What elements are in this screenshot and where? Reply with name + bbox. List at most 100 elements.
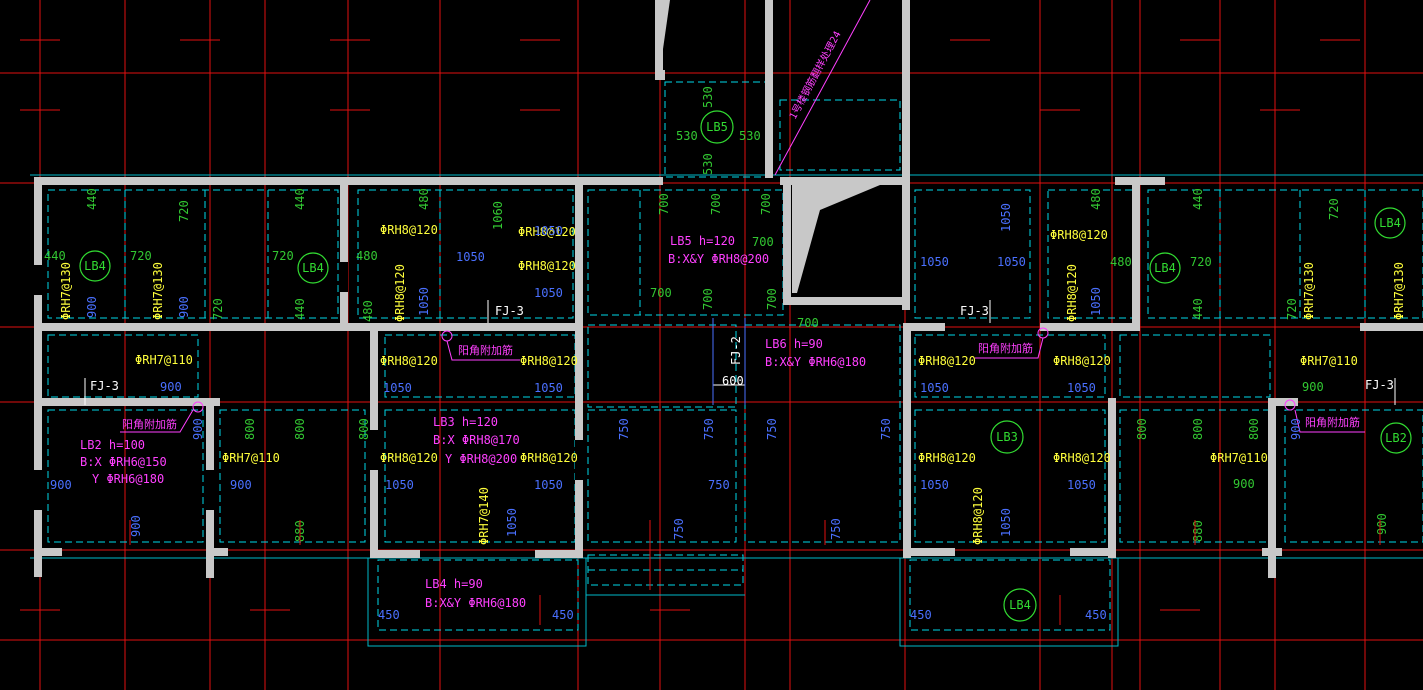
fj3-marker: FJ-3 (960, 304, 989, 318)
corner-bar-leaders (120, 327, 1365, 433)
dim-vertical: 900 (1289, 418, 1303, 440)
dims-blue: 1050 1050 1050 1050 1050 900 1050 1050 1… (50, 203, 1303, 622)
lb2-rebar-x: B:X ΦRH6@150 (80, 455, 167, 469)
dim-vertical: 800 (293, 418, 307, 440)
slab-tag-label: LB4 (1154, 261, 1176, 275)
slab-tag-lb5: LB5 (700, 110, 734, 144)
dim-vertical: 530 (701, 86, 715, 108)
lb2-height: LB2 h=100 (80, 438, 145, 452)
dim-vertical: 800 (243, 418, 257, 440)
slab-tag-lb4: LB4 (79, 250, 111, 282)
rebar-label-vertical: ΦRH8@120 (971, 487, 985, 545)
lb3-rebar-y: Y ΦRH8@200 (445, 452, 517, 466)
dim-vertical: 750 (672, 518, 686, 540)
slab-tag-label: LB5 (706, 120, 728, 134)
dim-vertical: 700 (759, 193, 773, 215)
slab-tag-lb4: LB4 (1003, 588, 1037, 622)
corner-bar-note: 阳角附加筋 (978, 341, 1033, 355)
dim-vertical: 440 (1191, 188, 1205, 210)
lb3-height: LB3 h=120 (433, 415, 498, 429)
dim: 1050 (534, 381, 563, 395)
dim: 1050 (920, 478, 949, 492)
slab-tag-lb3: LB3 (990, 420, 1024, 454)
lb2-rebar-y: Y ΦRH6@180 (92, 472, 164, 486)
dim: 1050 (456, 250, 485, 264)
dim: 1050 (920, 381, 949, 395)
dim: 480 (356, 249, 378, 263)
dim: 1050 (534, 224, 563, 238)
dim-vertical: 800 (1135, 418, 1149, 440)
slab-tag-lb2: LB2 (1380, 422, 1412, 454)
dim: 530 (676, 129, 698, 143)
rebar-label: ΦRH8@120 (380, 223, 438, 237)
dim: 450 (552, 608, 574, 622)
dim-vertical: 900 (85, 296, 99, 318)
rebar-label-vertical: ΦRH7@140 (477, 487, 491, 545)
lb5-height: LB5 h=120 (670, 234, 735, 248)
rebar-label: ΦRH8@120 (518, 225, 576, 239)
rebar-label: ΦRH7@110 (1210, 451, 1268, 465)
slab-tag-label: LB4 (1009, 598, 1031, 612)
rebar-label: ΦRH8@120 (380, 354, 438, 368)
dim-vertical: 440 (293, 188, 307, 210)
dim: 450 (378, 608, 400, 622)
rebar-label: ΦRH8@120 (518, 259, 576, 273)
rebar-label-vertical: ΦRH8@120 (1065, 264, 1079, 322)
dim-vertical: 750 (879, 418, 893, 440)
rebar-label: ΦRH8@120 (520, 354, 578, 368)
fj2-marker: FJ-2 (729, 336, 743, 365)
diagonal-leader-line (774, 0, 871, 176)
dim: 1050 (383, 381, 412, 395)
stair-void-shape (792, 185, 880, 293)
rebar-label: ΦRH8@120 (1053, 354, 1111, 368)
dim: 1050 (1067, 478, 1096, 492)
fj3-marker: FJ-3 (90, 379, 119, 393)
dim-vertical: 480 (1089, 188, 1103, 210)
slab-tag-label: LB3 (996, 430, 1018, 444)
wall-openings (34, 262, 583, 510)
lb4-height: LB4 h=90 (425, 577, 483, 591)
dim: 900 (1302, 380, 1324, 394)
rebar-label-vertical: ΦRH7@130 (1392, 262, 1406, 320)
slab-tag-lb4: LB4 (297, 252, 329, 284)
rebar-label: ΦRH8@120 (1053, 451, 1111, 465)
rebar-label: ΦRH8@120 (1050, 228, 1108, 242)
dim: 900 (160, 380, 182, 394)
fj-leaders (84, 300, 1396, 405)
dim-vertical: 700 (765, 288, 779, 310)
dim: 1050 (997, 255, 1026, 269)
dim-vertical: 700 (701, 288, 715, 310)
dim-vertical: 900 (177, 296, 191, 318)
dim-vertical: 800 (1247, 418, 1261, 440)
lb6-height: LB6 h=90 (765, 337, 823, 351)
dim: 1050 (534, 478, 563, 492)
dim: 700 (752, 235, 774, 249)
dim: 440 (44, 249, 66, 263)
dim-vertical: 440 (85, 188, 99, 210)
dim-vertical: 440 (293, 298, 307, 320)
lb6-rebar: B:X&Y ΦRH6@180 (765, 355, 866, 369)
dim-vertical: 1050 (417, 287, 431, 316)
dim: 700 (797, 316, 819, 330)
dim-vertical: 880 (1191, 520, 1205, 542)
dim-vertical: 720 (1327, 198, 1341, 220)
rebar-label: ΦRH8@120 (520, 451, 578, 465)
rebar-label-vertical: ΦRH8@120 (393, 264, 407, 322)
rebar-label: ΦRH7@110 (222, 451, 280, 465)
corner-bar-note: 阳角附加筋 (122, 417, 177, 431)
dim-vertical: 750 (702, 418, 716, 440)
dim: 450 (1085, 608, 1107, 622)
lb5-rebar: B:X&Y ΦRH8@200 (668, 252, 769, 266)
dim-vertical: 900 (1375, 513, 1389, 535)
dim-vertical: 900 (191, 418, 205, 440)
fj3-marker: FJ-3 (1365, 378, 1394, 392)
dim-vertical: 1050 (999, 508, 1013, 537)
dim-vertical: 480 (361, 300, 375, 322)
dim: 1050 (534, 286, 563, 300)
dim: 720 (272, 249, 294, 263)
slab-tag-lb4: LB4 (1374, 207, 1406, 239)
dim: 900 (1233, 477, 1255, 491)
dim-ticks (129, 520, 1381, 625)
